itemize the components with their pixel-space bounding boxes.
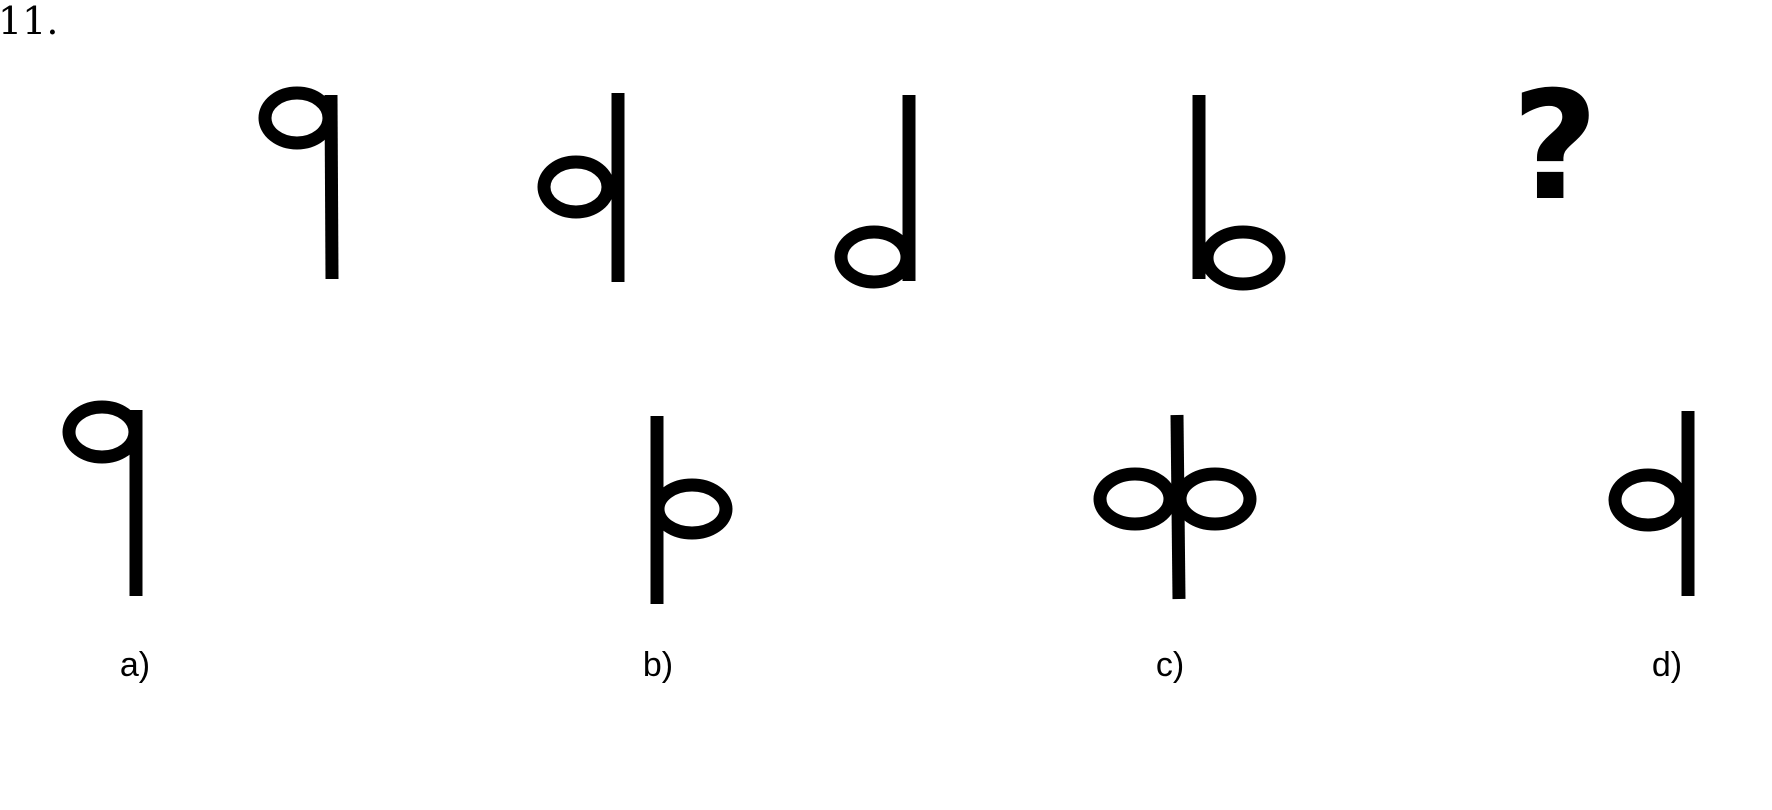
option-figure-c — [1093, 414, 1257, 600]
option-figure-a — [62, 400, 143, 596]
sequence-figure-1 — [258, 86, 339, 280]
option-label-d[interactable]: d) — [1651, 646, 1683, 684]
sequence-figure-3 — [834, 95, 916, 289]
option-label-b[interactable]: b) — [642, 646, 674, 684]
missing-figure-marker: ? — [1511, 60, 1599, 234]
sequence-figure-4 — [1192, 95, 1286, 291]
option-label-c[interactable]: c) — [1155, 646, 1185, 684]
option-figure-b — [650, 416, 733, 604]
sequence-figure-2 — [537, 93, 625, 282]
option-label-a[interactable]: a) — [119, 646, 151, 684]
question-number: 11. — [0, 0, 59, 43]
option-figure-d — [1608, 411, 1695, 596]
